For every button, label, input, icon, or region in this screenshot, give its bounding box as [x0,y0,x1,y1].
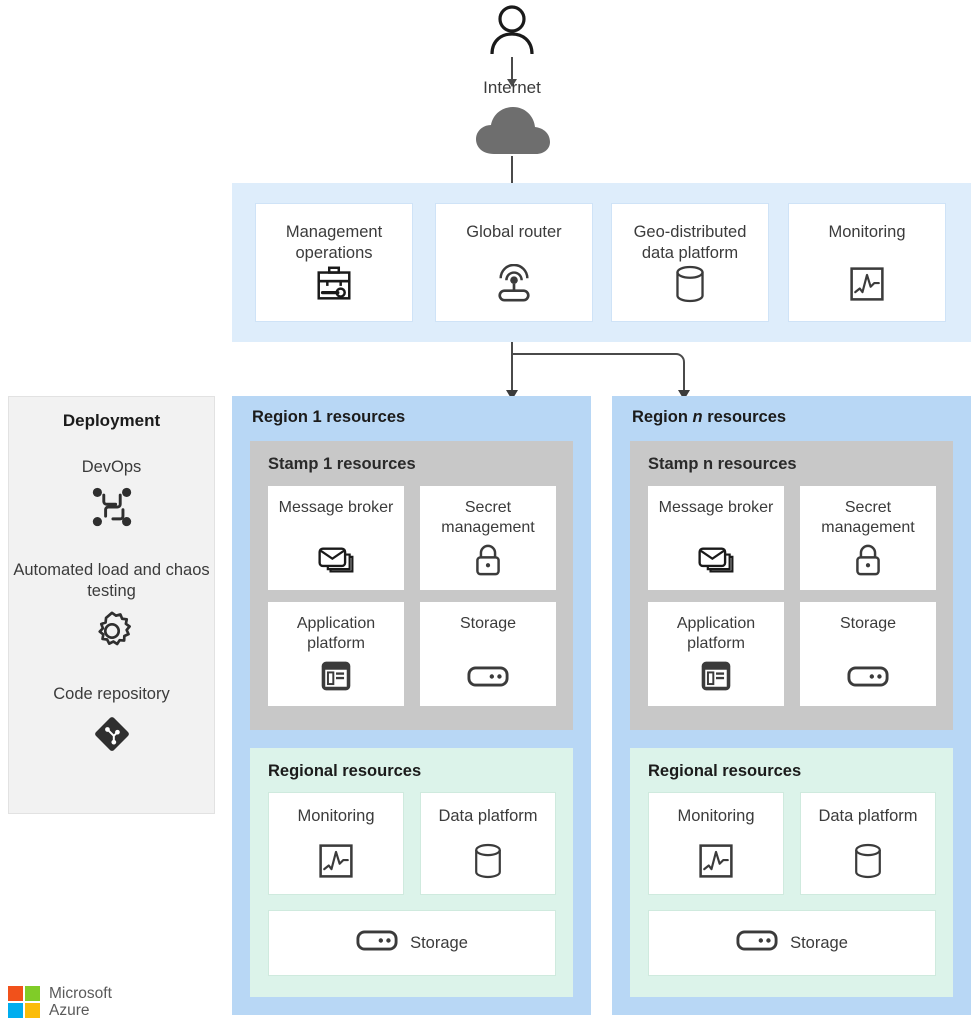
card-label: Storage [459,615,517,632]
global-resources-band: Management operations Global router [232,183,971,342]
card-global-router[interactable]: Global router [435,203,593,322]
region-title-prefix: Region [632,408,688,426]
regional-resources-1-container: Regional resources Monitoring Data platf… [250,748,573,997]
card-label: Monitoring [297,807,375,825]
internet-arrow [507,57,517,87]
logo-square-red [8,986,23,1001]
brand-line-2: Azure [49,1002,90,1019]
card-label: Secret management [821,499,915,536]
region-title: Region 1 resources [252,408,405,427]
card-label: Geo-distributed data platform [633,223,747,262]
storage-disk-icon [800,656,936,696]
gear-icon [9,608,214,654]
brand-text: Microsoft Azure [49,985,112,1019]
deployment-item-devops[interactable]: DevOps [9,457,214,530]
person-icon [486,4,538,56]
padlock-icon [420,540,556,580]
database-cylinder-icon [801,840,935,882]
card-label: Application platform [296,615,376,652]
git-repository-icon [9,711,214,757]
deployment-item-code-repository[interactable]: Code repository [9,684,214,757]
card-secret-management[interactable]: Secret management [420,486,556,590]
card-label: Storage [839,615,897,632]
card-label: Monitoring [828,223,906,241]
card-label: Global router [466,223,562,241]
card-storage-regional[interactable]: Storage [648,910,936,976]
storage-disk-icon [356,929,398,957]
card-data-platform-regional[interactable]: Data platform [800,792,936,895]
card-label: Data platform [818,807,918,825]
region-title-prefix: Region [252,408,308,426]
global-to-regions-connector [232,342,971,400]
stamp-n-container: Stamp n resources Message broker Secret … [630,441,953,730]
region-title-suffix: resources [326,408,406,426]
brand-line-1: Microsoft [49,985,112,1002]
region-n-container: Region n resources Stamp n resources Mes… [612,396,971,1015]
storage-disk-icon [736,929,778,957]
deployment-item-label: DevOps [81,458,142,476]
card-application-platform[interactable]: Application platform [648,602,784,706]
card-application-platform[interactable]: Application platform [268,602,404,706]
storage-disk-icon [420,656,556,696]
card-label: Storage [410,933,468,952]
stamp-title: Stamp 1 resources [268,455,416,473]
logo-square-blue [8,1003,23,1018]
stamp-1-container: Stamp 1 resources Message broker Secret … [250,441,573,730]
database-cylinder-icon [421,840,555,882]
devops-nodes-icon [9,484,214,530]
region-title: Region n resources [632,408,786,427]
regional-resources-n-container: Regional resources Monitoring Data platf… [630,748,953,997]
deployment-title: Deployment [62,411,161,430]
card-secret-management[interactable]: Secret management [800,486,936,590]
card-label: Management operations [285,223,383,262]
region-1-container: Region 1 resources Stamp 1 resources Mes… [232,396,591,1015]
card-label: Data platform [438,807,538,825]
region-title-variable: n [692,408,703,426]
deployment-item-load-chaos-testing[interactable]: Automated load and chaos testing [9,560,214,654]
card-label: Secret management [441,499,535,536]
card-data-platform-regional[interactable]: Data platform [420,792,556,895]
card-geo-distributed-data-platform[interactable]: Geo-distributed data platform [611,203,769,322]
card-label: Monitoring [677,807,755,825]
microsoft-azure-logo: Microsoft Azure [8,982,208,1022]
envelope-stack-icon [268,540,404,580]
card-label: Message broker [278,499,394,516]
app-window-icon [268,656,404,696]
database-cylinder-icon [612,261,768,307]
card-label: Application platform [676,615,756,652]
deployment-item-label: Automated load and chaos testing [13,561,210,600]
card-message-broker[interactable]: Message broker [648,486,784,590]
card-message-broker[interactable]: Message broker [268,486,404,590]
envelope-stack-icon [648,540,784,580]
card-monitoring-global[interactable]: Monitoring [788,203,946,322]
internet-label: Internet [483,78,541,97]
regional-title: Regional resources [648,762,802,780]
chart-monitor-icon [789,261,945,307]
card-storage-stamp[interactable]: Storage [420,602,556,706]
card-monitoring-regional[interactable]: Monitoring [648,792,784,895]
card-storage-regional[interactable]: Storage [268,910,556,976]
regional-title: Regional resources [268,762,422,780]
microsoft-logo-icon [8,986,40,1018]
deployment-item-label: Code repository [53,685,170,703]
card-management-operations[interactable]: Management operations [255,203,413,322]
logo-square-yellow [25,1003,40,1018]
card-monitoring-regional[interactable]: Monitoring [268,792,404,895]
cloud-icon [474,104,552,156]
deployment-panel: Deployment DevOps Automated load and cha… [8,396,215,814]
card-storage-stamp[interactable]: Storage [800,602,936,706]
card-label: Message broker [658,499,774,516]
region-title-variable: 1 [312,408,322,426]
app-window-icon [648,656,784,696]
logo-square-green [25,986,40,1001]
card-label: Storage [790,933,848,952]
padlock-icon [800,540,936,580]
toolbox-wrench-icon [256,261,412,307]
region-title-suffix: resources [707,408,787,426]
router-wifi-icon [436,261,592,307]
cloud-to-global-arrow [507,156,517,192]
stamp-title: Stamp n resources [648,455,797,473]
chart-monitor-icon [649,840,783,882]
chart-monitor-icon [269,840,403,882]
